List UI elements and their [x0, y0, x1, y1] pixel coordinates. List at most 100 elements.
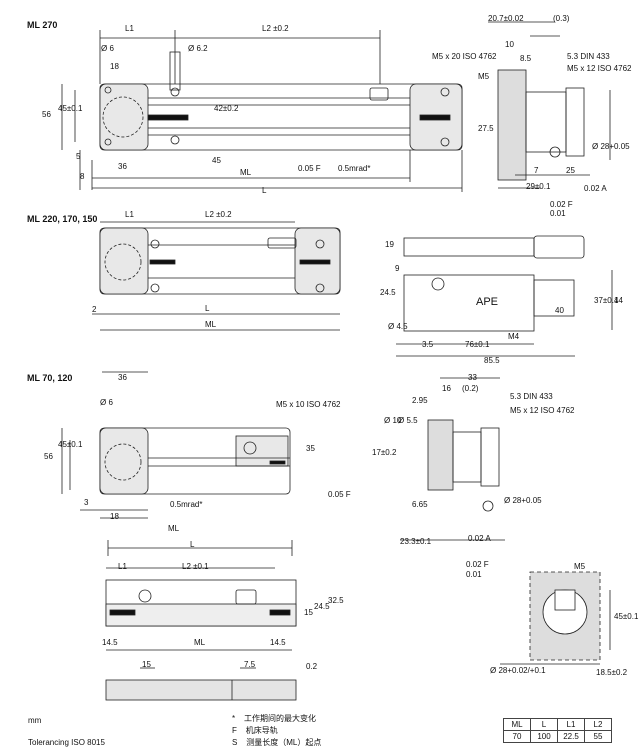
- legend-unit: mm: [28, 716, 42, 725]
- screw-m5x12: M5 x 12 ISO 4762: [567, 64, 632, 73]
- dim-27-5: 27.5: [478, 124, 494, 133]
- label-m5: M5: [478, 72, 490, 81]
- tol-005-270: 0.05 F: [298, 164, 321, 173]
- dim-d45: Ø 4.5: [388, 322, 408, 331]
- dim-d10: Ø 10: [384, 416, 402, 425]
- title-ml270: ML 270: [27, 20, 58, 30]
- table-header: L: [530, 718, 558, 731]
- dim-10-side: 10: [505, 40, 514, 49]
- table-header: L1: [557, 718, 585, 731]
- tol-005-70: 0.05 F: [328, 490, 351, 499]
- dim-14-5b: 14.5: [270, 638, 286, 647]
- dim-d62-270: Ø 6.2: [188, 44, 208, 53]
- mrad-270: 0.5mrad*: [338, 164, 371, 173]
- tol-002F: 0.02 F: [550, 200, 573, 209]
- dim-44: 44: [614, 296, 623, 305]
- dim-03: (0.3): [553, 14, 570, 23]
- ape-label: APE: [476, 296, 499, 308]
- legend-S: S 测量长度（ML）起点: [232, 738, 322, 747]
- dim-14-5: 14.5: [102, 638, 118, 647]
- dim-56-70: 56: [44, 452, 53, 461]
- dim-15-rail: 15: [142, 660, 151, 669]
- dim-9: 9: [395, 264, 400, 273]
- screw-m5x12-70: M5 x 12 ISO 4762: [510, 406, 575, 415]
- label-m5-detail: M5: [574, 562, 586, 571]
- dim-45-270: 45±0.1: [58, 104, 83, 113]
- title-ml70: ML 70, 120: [27, 373, 73, 383]
- dim-L-270: L: [262, 186, 267, 195]
- ml-table-header: ML L L1 L2: [503, 718, 612, 731]
- dim-36-70: 36: [118, 373, 127, 382]
- dim-32-5: 32.5: [328, 596, 344, 605]
- dim-L1-70: L1: [118, 562, 127, 571]
- ml-table: ML L L1 L2 70 100 22.5 55: [503, 718, 612, 743]
- dim-L-70: L: [190, 540, 195, 549]
- dim-d28: Ø 28+0.05: [592, 142, 630, 151]
- dim-3-5: 3.5: [422, 340, 434, 349]
- dim-ML-220: ML: [205, 320, 217, 329]
- dim-3-70: 3: [84, 498, 89, 507]
- tol-001-70: 0.01: [466, 570, 482, 579]
- table-row: 70 100 22.5 55: [503, 730, 612, 743]
- tol-002A: 0.02 A: [584, 184, 607, 193]
- legend-star: * 工作期间的最大变化: [232, 714, 317, 723]
- washer-din433-70: 5.3 DIN 433: [510, 392, 553, 401]
- dim-23-3: 23.3±0.1: [400, 537, 432, 546]
- table-cell: 100: [530, 730, 558, 743]
- dim-18-5-detail: 18.5±0.2: [596, 668, 628, 677]
- dim-76: 76±0.1: [465, 340, 490, 349]
- dim-18-70: 18: [110, 512, 119, 521]
- dim-37: 37±0.1: [594, 296, 619, 305]
- table-cell: 70: [503, 730, 531, 743]
- dim-6-65: 6.65: [412, 500, 428, 509]
- dim-2-220: 2: [92, 305, 97, 314]
- table-cell: 22.5: [557, 730, 585, 743]
- table-header: L2: [584, 718, 612, 731]
- dim-7-side: 7: [534, 166, 539, 175]
- title-ml220: ML 220, 170, 150: [27, 214, 98, 224]
- dim-ML-70b: ML: [194, 638, 206, 647]
- dim-29: 29±0.1: [526, 182, 551, 191]
- dim-d28-detail: Ø 28+0.02/+0.1: [490, 666, 546, 675]
- dim-56-270: 56: [42, 110, 51, 119]
- dim-33: 33: [468, 373, 477, 382]
- tol-002F-70: 0.02 F: [466, 560, 489, 569]
- dim-45-70: 45±0.1: [58, 440, 83, 449]
- dim-19: 19: [385, 240, 394, 249]
- dim-25: 25: [566, 166, 575, 175]
- dim-45-detail: 45±0.1: [614, 612, 639, 621]
- dim-L-220: L: [205, 304, 210, 313]
- legend-F: F 机床导轨: [232, 726, 278, 735]
- dim-2-95: 2.95: [412, 396, 428, 405]
- dim-8-5: 8.5: [520, 54, 532, 63]
- dim-5-270: 5: [76, 152, 81, 161]
- screw-m5x10: M5 x 10 ISO 4762: [276, 400, 341, 409]
- tol-002A-70: 0.02 A: [468, 534, 491, 543]
- dim-d55: Ø 5.5: [398, 416, 418, 425]
- dim-d28-70: Ø 28+0.05: [504, 496, 542, 505]
- dim-35: 35: [306, 444, 315, 453]
- dim-24-5: 24.5: [380, 288, 396, 297]
- dim-15: 15: [304, 608, 313, 617]
- dim-ML-270: ML: [240, 168, 252, 177]
- dim-L2-220: L2 ±0.2: [205, 210, 232, 219]
- ml270-end-left: [99, 83, 149, 151]
- dim-02: (0.2): [462, 384, 479, 393]
- screw-m5x20: M5 x 20 ISO 4762: [432, 52, 497, 61]
- dim-24-5-70: 24.5: [314, 602, 330, 611]
- label-m4: M4: [508, 332, 520, 341]
- dim-L2-70: L2 ±0.1: [182, 562, 209, 571]
- dim-17: 17±0.2: [372, 448, 397, 457]
- legend-tolerancing: Tolerancing ISO 8015: [28, 738, 105, 747]
- dim-18-270: 18: [110, 62, 119, 71]
- dim-36-270: 36: [118, 162, 127, 171]
- table-cell: 55: [584, 730, 612, 743]
- table-header: ML: [503, 718, 531, 731]
- dim-d6-270: Ø 6: [101, 44, 114, 53]
- mrad-70: 0.5mrad*: [170, 500, 203, 509]
- dim-7-5: 7.5: [244, 660, 256, 669]
- dim-L1-220: L1: [125, 210, 134, 219]
- dim-8-270: 8: [80, 172, 85, 181]
- washer-din433: 5.3 DIN 433: [567, 52, 610, 61]
